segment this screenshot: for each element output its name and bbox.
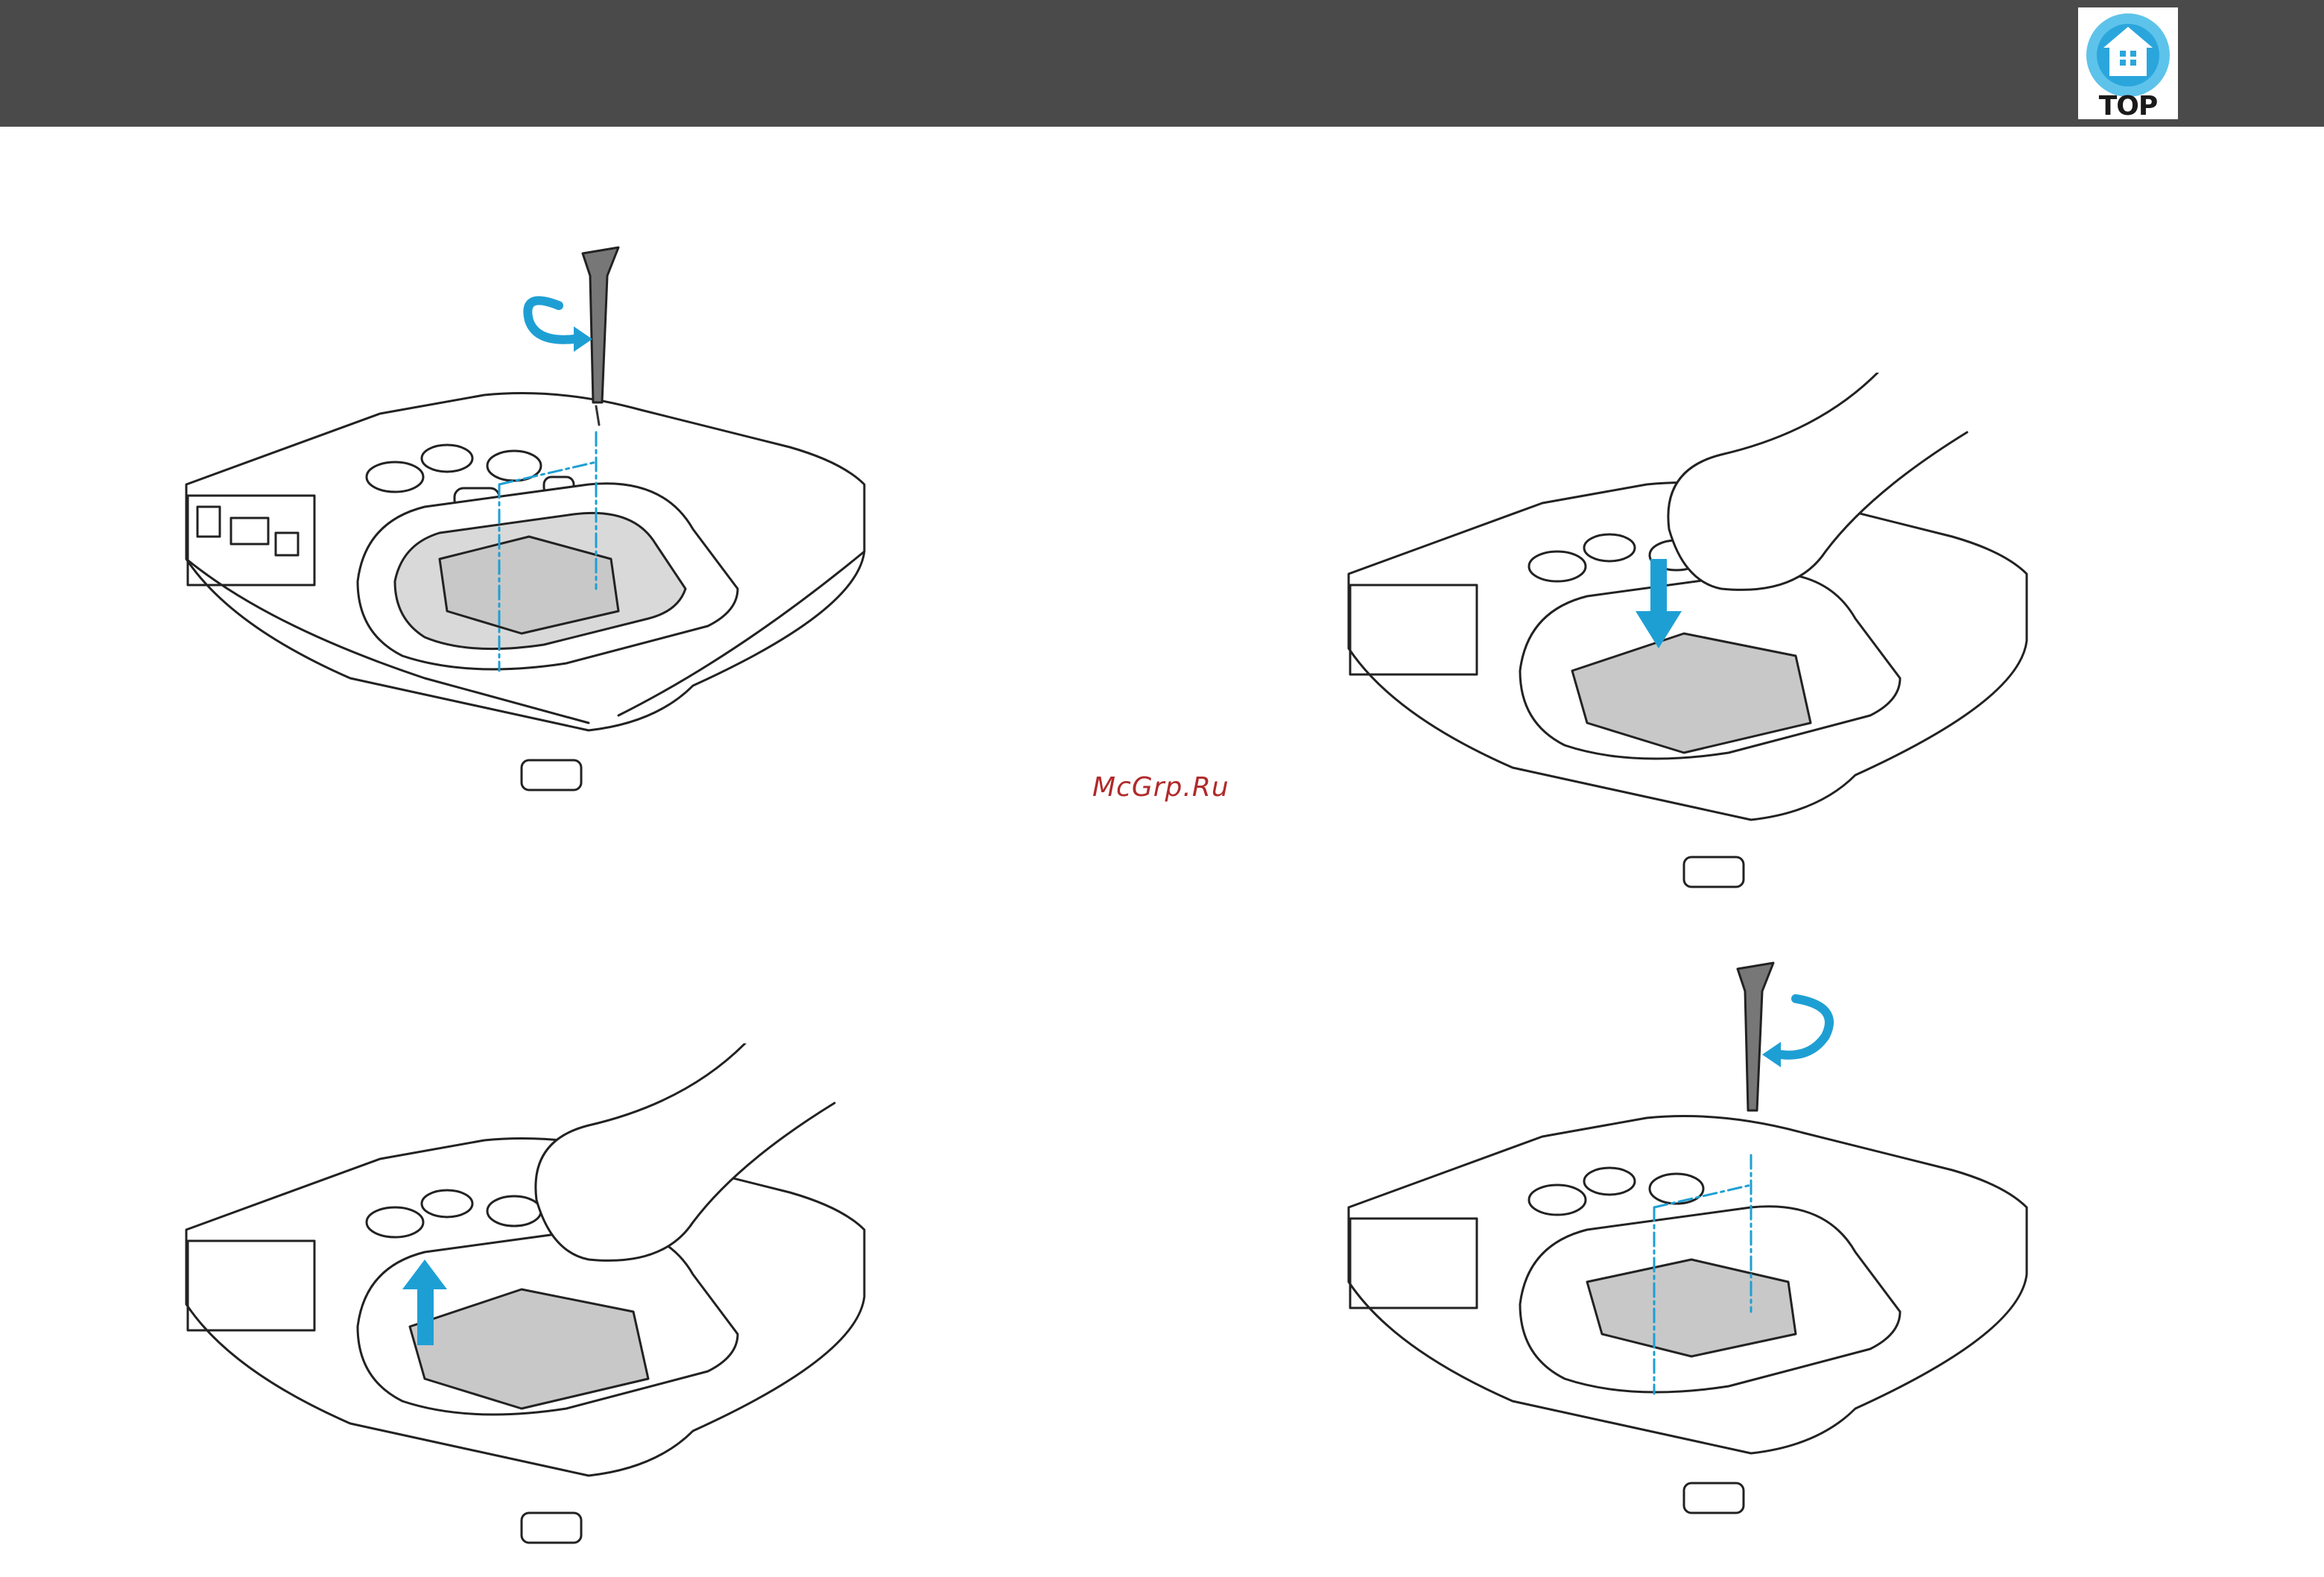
figure-unscrew-lamp (171, 238, 887, 842)
top-button[interactable]: TOP (2078, 7, 2178, 119)
figure-tighten-lamp-screws (1334, 954, 2049, 1577)
figure-insert-lamp (1334, 373, 2049, 909)
figure-pull-out-lamp (171, 1043, 887, 1577)
header-bar (0, 0, 2324, 127)
watermark-text: McGrp.Ru (1092, 772, 1229, 803)
top-button-label: TOP (2078, 91, 2178, 121)
